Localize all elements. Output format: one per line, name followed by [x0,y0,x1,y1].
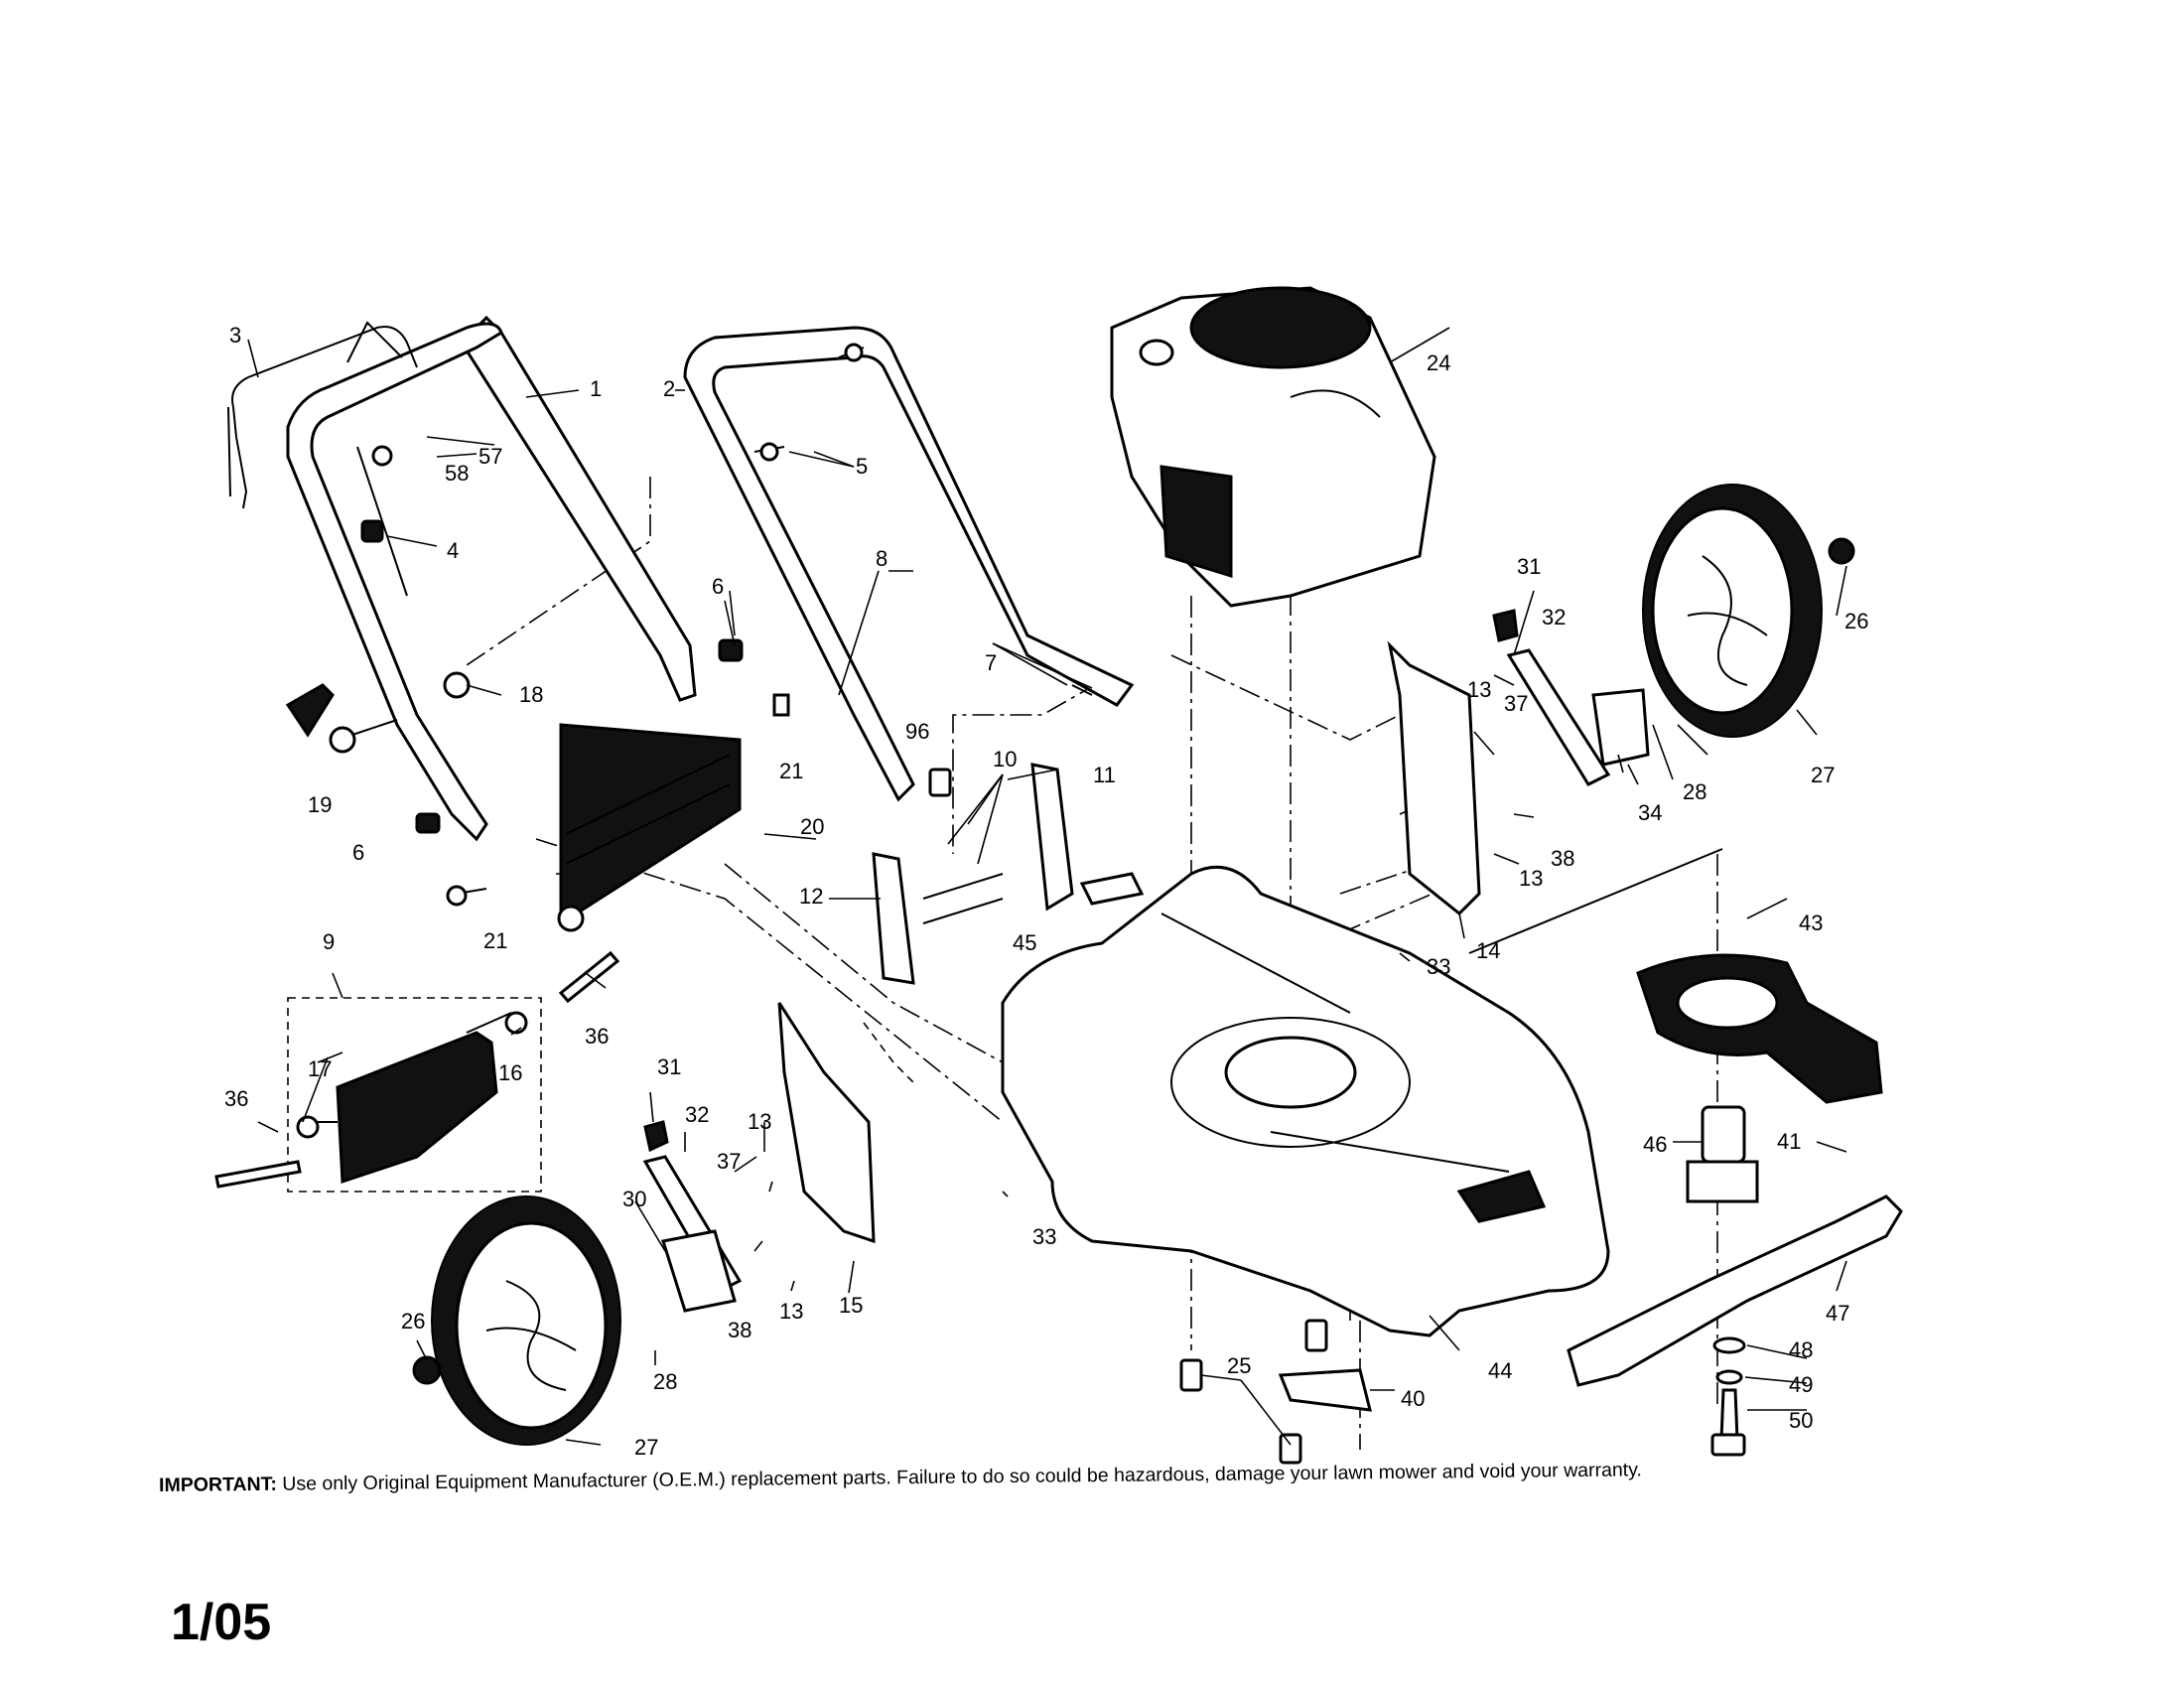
upper-handle-part-1 [227,315,697,842]
callout-20: 20 [800,814,824,839]
callout-17: 17 [308,1056,332,1081]
blade-part-47 [1567,1194,1903,1387]
callout-1: 1 [590,376,602,401]
callout-24: 24 [1427,351,1450,375]
callout-28b: 28 [653,1369,677,1394]
callout-8: 8 [876,546,887,571]
callout-18: 18 [519,682,543,707]
callout-43: 43 [1799,911,1823,935]
callout-36a: 36 [585,1024,609,1049]
callout-2: 2 [663,376,675,401]
callout-49: 49 [1789,1372,1813,1397]
callout-19: 19 [308,792,332,817]
callout-37a: 37 [1504,691,1528,716]
wheel-right-part-27 [1642,484,1855,738]
axle-bracket-part-15 [777,1002,876,1244]
rear-deflector-part-20 [557,723,742,932]
callout-28a: 28 [1683,779,1706,804]
callout-37b: 37 [717,1149,741,1174]
callout-16: 16 [498,1060,522,1085]
handle-knob-part-19 [285,683,398,754]
callout-38b: 38 [728,1318,751,1342]
callout-38a: 38 [1551,846,1574,871]
callout-13c: 13 [748,1109,771,1134]
callout-45: 45 [1013,930,1036,955]
callout-34: 34 [1638,800,1662,825]
callout-44: 44 [1488,1358,1512,1383]
callout-27a: 27 [1811,763,1835,787]
callout-4: 4 [447,538,459,563]
height-lever-part-32-right [1492,609,1650,786]
callout-21b: 21 [483,928,507,953]
wheel-left-part-27 [412,1195,621,1446]
callout-15: 15 [839,1293,863,1318]
callout-46: 46 [1643,1132,1667,1157]
callout-96: 96 [905,719,929,744]
cable-tie-part-4 [356,446,408,597]
callout-10: 10 [993,747,1017,772]
callout-50: 50 [1789,1408,1813,1433]
callout-36b: 36 [224,1086,248,1111]
lower-handle-part-2 [683,326,1135,802]
date-code: 1/05 [171,1594,272,1651]
blade-adapter-part-46 [1686,1105,1759,1203]
callout-40: 40 [1401,1386,1425,1411]
callout-26b: 26 [401,1309,425,1333]
adjuster-plate-part-12 [872,852,1004,985]
callout-47: 47 [1826,1301,1849,1326]
adjuster-plate-part-11 [1030,763,1074,912]
callout-27b: 27 [634,1435,658,1460]
callout-48: 48 [1789,1337,1813,1362]
callout-41: 41 [1777,1129,1801,1154]
hinge-rod-part-36 [214,950,620,1189]
baffle-part-43 [1636,953,1883,1104]
callout-31a: 31 [1517,554,1541,579]
callout-13a: 13 [1467,677,1491,702]
callout-3: 3 [229,323,241,348]
leader-lines [247,327,1847,1446]
callout-31b: 31 [657,1054,681,1079]
callout-26a: 26 [1844,609,1868,633]
callout-30: 30 [622,1187,646,1211]
callout-11: 11 [1093,763,1116,787]
callout-13b: 13 [1519,866,1543,891]
callout-32b: 32 [685,1102,709,1127]
callout-9: 9 [323,929,335,954]
blade-bolt-parts-48-50 [1710,1336,1746,1457]
callout-58: 58 [445,461,469,486]
mower-deck-part-44 [1001,865,1610,1337]
callout-57: 57 [478,444,502,469]
side-door-assembly-part-9 [287,997,542,1193]
axle-bracket-part-14 [1387,640,1481,916]
callout-5: 5 [856,454,868,479]
callout-6b: 6 [352,840,364,865]
callout-14: 14 [1476,938,1500,963]
bracket-part-40 [1278,1368,1372,1412]
callout-labels: 1 2 3 4 5 6 6 7 8 9 10 11 12 13 13 13 13… [224,323,1868,1460]
callout-6a: 6 [712,574,724,599]
callout-32a: 32 [1542,605,1566,630]
label-part-45 [1079,872,1145,906]
notice-prefix: IMPORTANT: [159,1473,278,1496]
callout-21a: 21 [779,759,803,783]
callout-25: 25 [1227,1353,1251,1378]
engine-part-24 [1110,286,1436,608]
callout-33a: 33 [1427,954,1450,979]
callout-7: 7 [985,650,997,675]
callout-33b: 33 [1032,1224,1056,1249]
callout-13d: 13 [779,1299,803,1324]
callout-12: 12 [799,884,823,909]
height-lever-part-32-left [642,1120,743,1313]
